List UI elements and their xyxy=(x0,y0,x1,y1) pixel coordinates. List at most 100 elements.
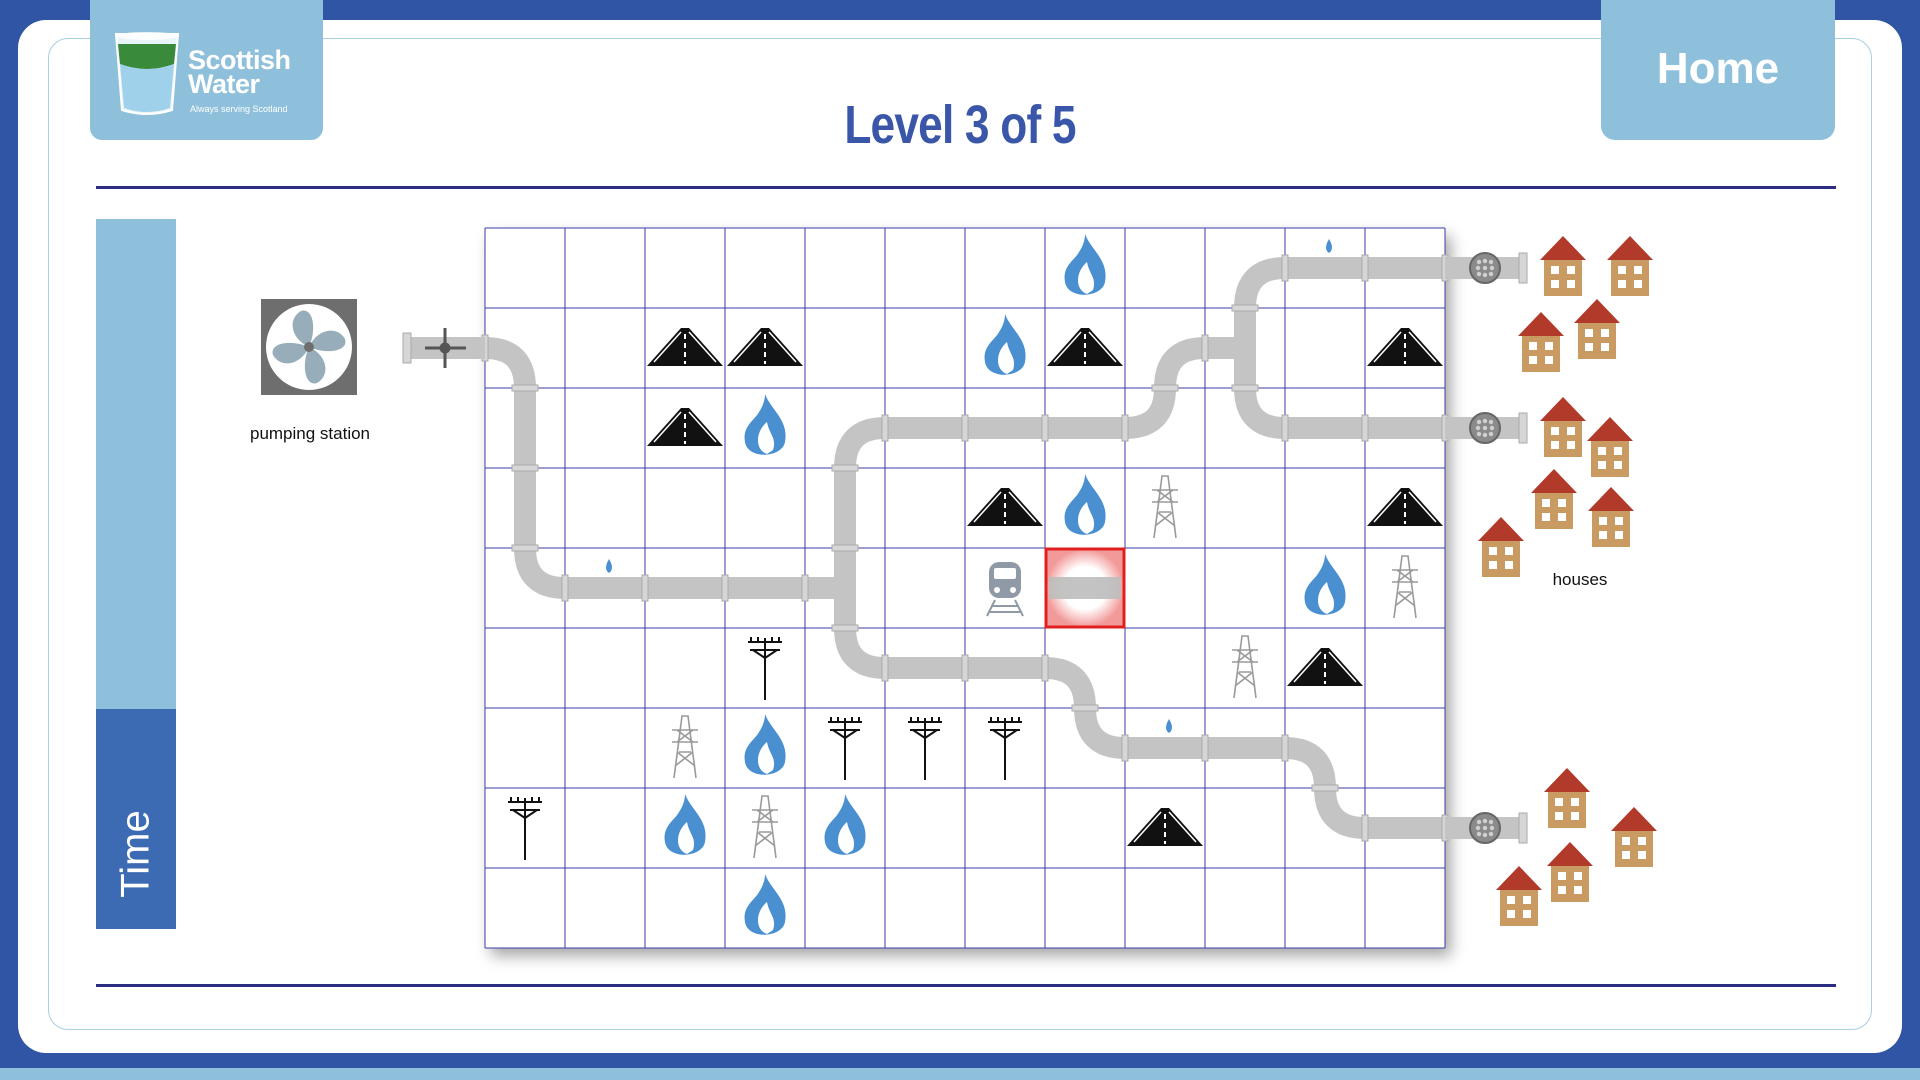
grid-cell[interactable] xyxy=(645,788,725,868)
grid-cell[interactable] xyxy=(965,868,1045,948)
grid-cell[interactable] xyxy=(1365,548,1445,628)
grid-cell[interactable] xyxy=(645,868,725,948)
pumping-station-button[interactable] xyxy=(261,299,357,395)
grid-cell[interactable] xyxy=(645,468,725,548)
grid-cell[interactable] xyxy=(645,708,725,788)
grid-cell[interactable] xyxy=(725,708,805,788)
grid-cell[interactable] xyxy=(1045,868,1125,948)
grid-cell[interactable] xyxy=(565,468,645,548)
grid-cell[interactable] xyxy=(1285,468,1365,548)
grid-cell[interactable] xyxy=(1125,308,1205,388)
grid-cell[interactable] xyxy=(1205,468,1285,548)
grid-cell[interactable] xyxy=(805,388,885,468)
grid-cell[interactable] xyxy=(725,308,805,388)
grid-cell[interactable] xyxy=(805,868,885,948)
grid-cell[interactable] xyxy=(1045,388,1125,468)
grid-cell[interactable] xyxy=(965,708,1045,788)
grid-cell[interactable] xyxy=(1045,788,1125,868)
grid-cell[interactable] xyxy=(1285,628,1365,708)
grid-cell[interactable] xyxy=(565,308,645,388)
grid-cell[interactable] xyxy=(485,548,565,628)
grid-cell[interactable] xyxy=(965,388,1045,468)
grid-cell[interactable] xyxy=(1045,228,1125,308)
grid-cell[interactable] xyxy=(1205,548,1285,628)
grid-cell[interactable] xyxy=(885,868,965,948)
grid-cell[interactable] xyxy=(805,308,885,388)
grid-cell[interactable] xyxy=(1045,308,1125,388)
grid-cell[interactable] xyxy=(885,468,965,548)
grid-cell[interactable] xyxy=(805,788,885,868)
grid-cell[interactable] xyxy=(1285,708,1365,788)
grid-cell[interactable] xyxy=(485,708,565,788)
grid-cell[interactable] xyxy=(725,548,805,628)
grid-cell[interactable] xyxy=(1365,708,1445,788)
grid-cell[interactable] xyxy=(1285,308,1365,388)
grid-cell[interactable] xyxy=(885,628,965,708)
grid-cell[interactable] xyxy=(965,308,1045,388)
grid-cell[interactable] xyxy=(965,788,1045,868)
grid-cell[interactable] xyxy=(725,628,805,708)
grid-cell[interactable] xyxy=(1285,388,1365,468)
grid-cell[interactable] xyxy=(1285,788,1365,868)
grid-cell[interactable] xyxy=(485,468,565,548)
grid-cell[interactable] xyxy=(805,628,885,708)
grid-cell[interactable] xyxy=(1285,228,1365,308)
selected-tile[interactable] xyxy=(1044,547,1126,629)
grid-cell[interactable] xyxy=(805,548,885,628)
grid-cell[interactable] xyxy=(1365,628,1445,708)
grid-cell[interactable] xyxy=(1365,388,1445,468)
grid-cell[interactable] xyxy=(565,388,645,468)
grid-cell[interactable] xyxy=(565,788,645,868)
grid-cell[interactable] xyxy=(565,708,645,788)
grid-cell[interactable] xyxy=(485,228,565,308)
grid-cell[interactable] xyxy=(485,628,565,708)
grid-cell[interactable] xyxy=(1365,868,1445,948)
grid-cell[interactable] xyxy=(1205,388,1285,468)
grid-cell[interactable] xyxy=(1205,868,1285,948)
grid-cell[interactable] xyxy=(1125,708,1205,788)
grid-cell[interactable] xyxy=(565,548,645,628)
grid-cell[interactable] xyxy=(1125,788,1205,868)
grid-cell[interactable] xyxy=(1365,228,1445,308)
grid-cell[interactable] xyxy=(485,788,565,868)
grid-cell[interactable] xyxy=(885,388,965,468)
grid-cell[interactable] xyxy=(805,468,885,548)
grid-cell[interactable] xyxy=(1045,468,1125,548)
grid-cell[interactable] xyxy=(1365,308,1445,388)
grid-cell[interactable] xyxy=(645,228,725,308)
grid-cell[interactable] xyxy=(1125,468,1205,548)
grid-cell[interactable] xyxy=(885,228,965,308)
grid-cell[interactable] xyxy=(725,388,805,468)
grid-cell[interactable] xyxy=(965,628,1045,708)
grid-cell[interactable] xyxy=(1205,308,1285,388)
grid-cell[interactable] xyxy=(645,308,725,388)
grid-cell[interactable] xyxy=(885,708,965,788)
grid-cell[interactable] xyxy=(485,868,565,948)
grid-cell[interactable] xyxy=(965,228,1045,308)
grid-cell[interactable] xyxy=(1285,868,1365,948)
grid-cell[interactable] xyxy=(1125,868,1205,948)
grid-cell[interactable] xyxy=(1285,548,1365,628)
home-button[interactable]: Home xyxy=(1601,0,1835,140)
grid-cell[interactable] xyxy=(645,628,725,708)
grid-cell[interactable] xyxy=(1045,628,1125,708)
grid-cell[interactable] xyxy=(725,228,805,308)
grid-cell[interactable] xyxy=(885,788,965,868)
grid-cell[interactable] xyxy=(565,228,645,308)
grid-cell[interactable] xyxy=(1205,628,1285,708)
grid-cell[interactable] xyxy=(1125,228,1205,308)
grid-cell[interactable] xyxy=(1205,788,1285,868)
grid-cell[interactable] xyxy=(1125,548,1205,628)
grid-cell[interactable] xyxy=(1125,388,1205,468)
grid-cell[interactable] xyxy=(565,868,645,948)
grid-cell[interactable] xyxy=(1205,708,1285,788)
grid-cell[interactable] xyxy=(645,388,725,468)
grid-cell[interactable] xyxy=(965,548,1045,628)
grid-cell[interactable] xyxy=(725,468,805,548)
grid-cell[interactable] xyxy=(645,548,725,628)
grid-cell[interactable] xyxy=(965,468,1045,548)
grid-cell[interactable] xyxy=(805,708,885,788)
grid-cell[interactable] xyxy=(1365,788,1445,868)
grid-cell[interactable] xyxy=(725,788,805,868)
grid-cell[interactable] xyxy=(885,308,965,388)
